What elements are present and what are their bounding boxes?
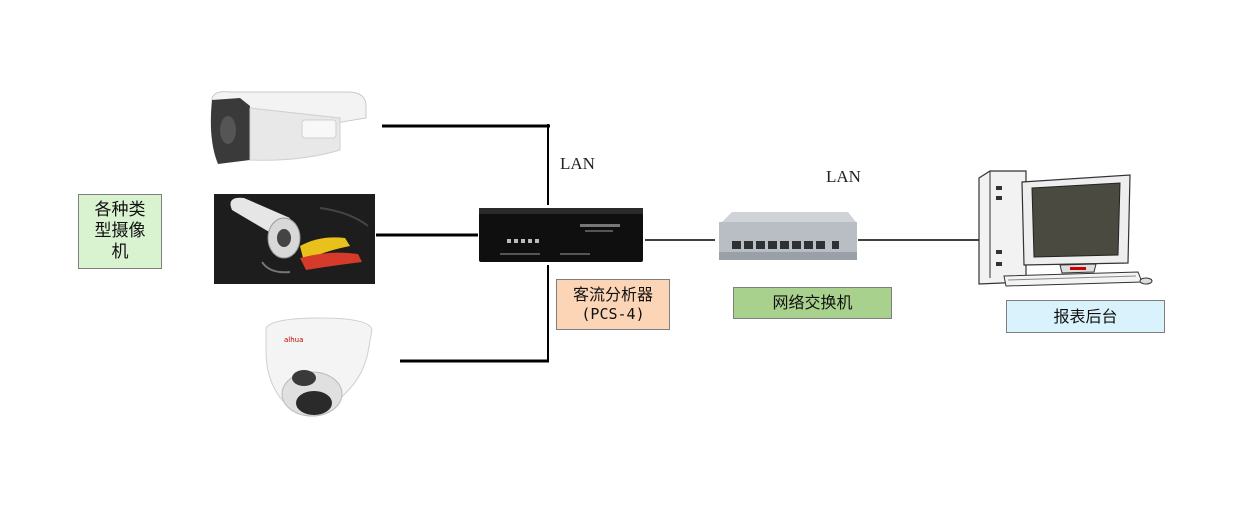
analyzer-label-model: (PCS-4) (581, 305, 645, 324)
switch-label: 网络交换机 (733, 287, 892, 319)
lan-label-right: LAN (826, 167, 861, 186)
analyzer-label-name: 客流分析器 (572, 285, 653, 305)
bullet-camera-image (208, 86, 368, 168)
dome-camera-image: alhua (265, 317, 373, 417)
switch-device-image (719, 212, 857, 260)
backend-label: 报表后台 (1006, 300, 1165, 333)
analyzer-device-image (479, 208, 643, 262)
connection-lines (376, 124, 980, 363)
lan-label-left: LAN (560, 154, 595, 173)
cameras-label: 各种类型摄像机 (78, 194, 162, 269)
switch-label-text: 网络交换机 (772, 293, 853, 312)
cameras-label-text: 各种类型摄像机 (94, 199, 146, 263)
pinhole-camera-image (214, 194, 375, 284)
backend-label-text: 报表后台 (1053, 306, 1118, 326)
svg-text:alhua: alhua (284, 336, 303, 344)
analyzer-label: 客流分析器 (PCS-4) (556, 279, 670, 330)
desktop-computer-image (978, 170, 1153, 287)
